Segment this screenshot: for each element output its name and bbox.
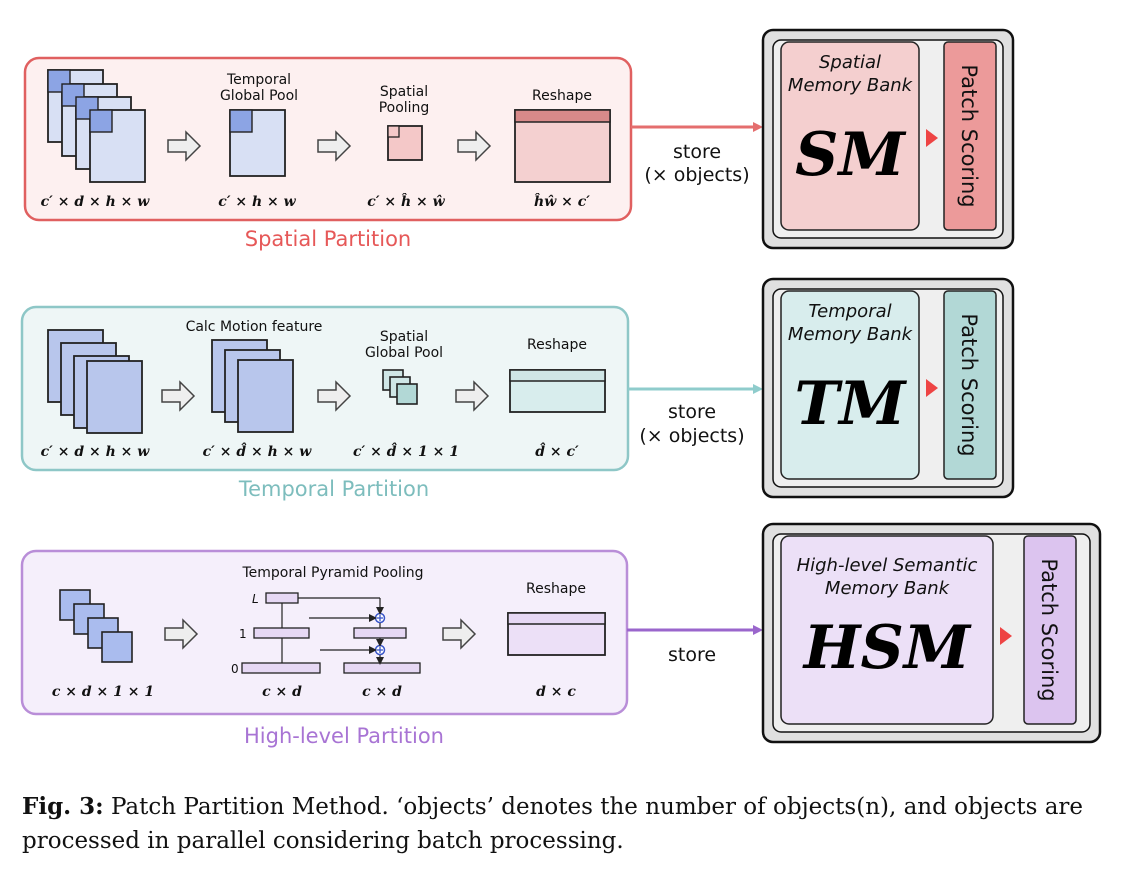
high-level-partition-title: High-level Partition (244, 724, 444, 748)
spatial-dim-3: c′ × ĥ × ŵ (367, 192, 445, 210)
spatial-memory-bank: Spatial Memory Bank SM Patch Scoring (761, 28, 1015, 250)
high-level-dim-2: c × d (262, 684, 302, 700)
high-level-bank-name-2: Memory Bank (825, 578, 951, 599)
high-level-step-arrow-2 (442, 618, 477, 650)
temporal-input-volume (47, 329, 143, 434)
spatial-partition: c′ × d × h × w Temporal Global Pool c′ ×… (23, 28, 1015, 251)
figure-caption: Fig. 3: Patch Partition Method. ‘objects… (22, 790, 1112, 858)
temporal-bank-name-1: Temporal (808, 301, 891, 322)
spatial-partition-box (23, 56, 633, 222)
spatial-patch-scoring-box (943, 41, 997, 231)
high-level-input-volume (59, 589, 133, 663)
temporal-bank-name-2: Memory Bank (788, 324, 914, 345)
temporal-store-label: store (668, 401, 716, 423)
spatial-step-arrow-3 (457, 130, 492, 162)
spatial-pooled-map (387, 125, 423, 161)
temporal-memory-bank: Temporal Memory Bank TM Patch Scoring (761, 277, 1015, 499)
spatial-dim-4: ĥŵ × c′ (534, 192, 590, 210)
spatial-partition-title: Spatial Partition (245, 227, 412, 251)
temporal-dim-3: c′ × d̂ × 1 × 1 (353, 441, 459, 460)
high-level-bank-abbr: HSM (802, 613, 972, 683)
temporal-dim-input: c′ × d × h × w (41, 444, 151, 460)
high-level-dim-4: d × c (536, 684, 576, 700)
temporal-stage-title-3: Reshape (527, 337, 587, 353)
spatial-stage-title-1b: Global Pool (220, 88, 298, 104)
spatial-stage-title-2a: Spatial (380, 84, 428, 100)
spatial-bank-abbr: SM (795, 120, 906, 190)
spatial-stage-title-2b: Pooling (379, 100, 430, 116)
spatial-bank-pointer (926, 129, 938, 147)
spatial-dim-input: c′ × d × h × w (41, 194, 151, 210)
temporal-stage-title-2b: Global Pool (365, 345, 443, 361)
spatial-reshaped-matrix (514, 109, 611, 183)
temporal-patch-scoring: Patch Scoring (957, 313, 981, 456)
high-level-memory-bank: High-level Semantic Memory Bank HSM Patc… (761, 522, 1102, 744)
temporal-partition-title: Temporal Partition (238, 477, 429, 501)
spatial-stage-title-1a: Temporal (226, 72, 291, 88)
high-level-stage-title-1: Temporal Pyramid Pooling (241, 565, 423, 581)
temporal-reshaped-matrix (509, 369, 606, 413)
temporal-motion-feature (211, 339, 294, 433)
high-level-reshaped-matrix (507, 612, 606, 656)
temporal-bank-abbr: TM (794, 369, 907, 439)
temporal-patch-scoring-box (943, 290, 997, 480)
temporal-stage-title-1: Calc Motion feature (186, 319, 323, 335)
high-level-bank-pointer (1000, 627, 1012, 645)
high-level-dim-3: c × d (362, 684, 402, 700)
high-level-patch-scoring: Patch Scoring (1037, 558, 1061, 701)
temporal-pooled-vectors (382, 369, 418, 405)
temporal-partition: c′ × d × h × w Calc Motion feature c′ × … (20, 277, 1015, 501)
high-level-patch-scoring-box (1023, 535, 1077, 725)
spatial-stage-title-3: Reshape (532, 88, 592, 104)
spatial-dim-2: c′ × h × w (218, 194, 296, 210)
temporal-dim-2: c′ × d̂ × h × w (203, 441, 313, 460)
pyramid-level-L: L (252, 592, 259, 606)
temporal-pyramid-pooling: L 1 0 (231, 592, 421, 676)
high-level-step-arrow-1 (164, 618, 199, 650)
spatial-step-arrow-1 (167, 130, 202, 162)
temporal-dim-4: d̂ × c′ (535, 441, 579, 460)
temporal-stage-title-2a: Spatial (380, 329, 428, 345)
high-level-store-label: store (668, 644, 716, 666)
high-level-partition-box (20, 549, 629, 716)
figure-caption-text: Patch Partition Method. ‘objects’ denote… (22, 794, 1084, 854)
temporal-step-arrow-1 (161, 380, 196, 412)
spatial-store-label: store (673, 141, 721, 163)
spatial-bank-name-2: Memory Bank (788, 75, 914, 96)
spatial-patch-scoring: Patch Scoring (957, 64, 981, 207)
temporal-step-arrow-3 (455, 380, 490, 412)
temporal-bank-pointer (926, 379, 938, 397)
spatial-store-objects: (× objects) (644, 164, 749, 186)
high-level-bank-name-1: High-level Semantic (797, 555, 978, 576)
temporal-step-arrow-2 (317, 380, 352, 412)
pyramid-level-0: 0 (231, 662, 239, 676)
spatial-temporal-pooled-map (229, 109, 286, 177)
high-level-partition: c × d × 1 × 1 Temporal Pyramid Pooling L… (20, 522, 1102, 748)
pyramid-level-1: 1 (239, 627, 247, 641)
temporal-store-objects: (× objects) (639, 425, 744, 447)
figure-caption-label: Fig. 3: (22, 793, 104, 820)
spatial-bank-name-1: Spatial (819, 52, 881, 73)
spatial-step-arrow-2 (317, 130, 352, 162)
spatial-input-volume (47, 69, 146, 183)
high-level-dim-input: c × d × 1 × 1 (52, 684, 154, 700)
high-level-stage-title-2: Reshape (526, 581, 586, 597)
